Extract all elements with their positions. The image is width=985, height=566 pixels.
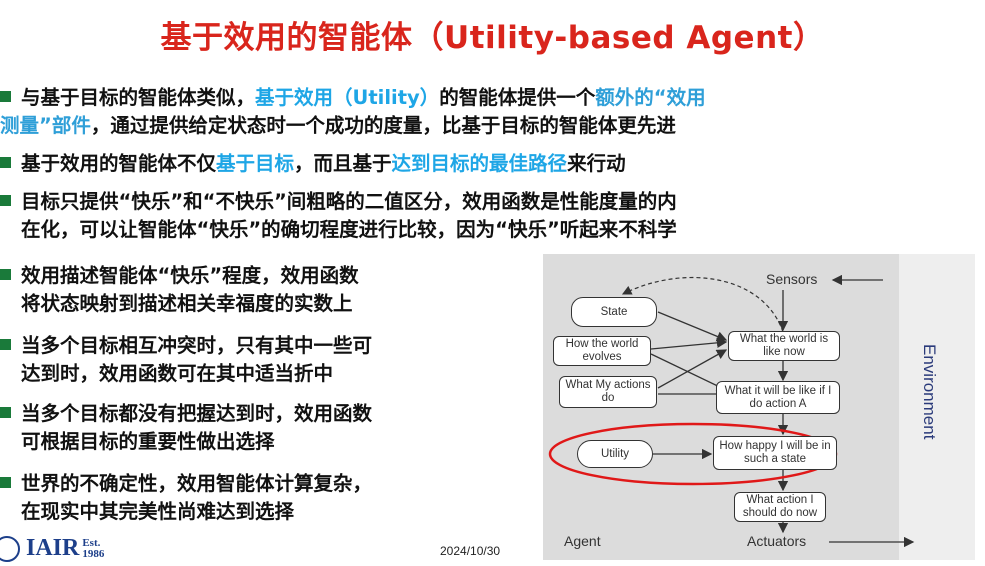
world-now-box: What the world is like now [728, 331, 840, 361]
bullet-utility-intro: 与基于目标的智能体类似，基于效用（Utility）的智能体提供一个额外的“效用 … [0, 84, 706, 140]
diagram-arrows [548, 274, 915, 548]
bullet-highlight: 基于目标 [216, 152, 295, 175]
bullet-text: 的智能体提供一个 [439, 86, 596, 109]
bullet-highlight: 测量”部件 [0, 114, 91, 137]
bullet-uncertainty: 世界的不确定性，效用智能体计算复杂， 在现实中其完美性尚难达到选择 [0, 470, 372, 526]
bullet-highlight: 额外的“效用 [595, 86, 706, 109]
agent-diagram: Sensors State How the world evolves What… [543, 254, 975, 560]
bullet-text: 在现实中其完美性尚难达到选择 [21, 500, 295, 523]
evolves-arrow-2 [650, 353, 728, 391]
iair-logo: IAIR Est. 1986 [0, 535, 104, 562]
bullet-text: ，而且基于 [294, 152, 392, 175]
bullet-text: 与基于目标的智能体类似， [21, 86, 256, 109]
bullet-text: 可根据目标的重要性做出选择 [21, 430, 275, 453]
environment-panel [899, 254, 975, 560]
actions-do-box: What My actions do [559, 376, 657, 408]
how-happy-box: How happy I will be in such a state [713, 436, 837, 470]
bullet-text: 效用描述智能体“快乐”程度，效用函数 [21, 264, 359, 287]
bullet-text: 将状态映射到描述相关幸福度的实数上 [21, 292, 353, 315]
bullet-happiness: 目标只提供“快乐”和“不快乐”间粗略的二值区分，效用函数是性能度量的内 在化，可… [0, 188, 677, 244]
bullet-highlight: 基于效用（Utility） [255, 86, 440, 109]
bullet-text: ，通过提供给定状态时一个成功的度量，比基于目标的智能体更先进 [90, 114, 676, 137]
bullet-square-icon [0, 91, 11, 102]
world-evolves-box: How the world evolves [553, 336, 651, 366]
logo-est: Est. 1986 [82, 536, 105, 560]
bullet-square-icon [0, 477, 11, 488]
bullet-text: 当多个目标相互冲突时，只有其中一些可 [21, 334, 373, 357]
seal-icon [0, 535, 20, 562]
bullet-goal-path: 基于效用的智能体不仅基于目标，而且基于达到目标的最佳路径来行动 [0, 150, 626, 178]
bullet-text: 在化，可以让智能体“快乐”的确切程度进行比较，因为“快乐”听起来不科学 [21, 218, 677, 241]
bullet-square-icon [0, 269, 11, 280]
actuators-label: Actuators [747, 533, 807, 549]
actions-arrow-1 [657, 349, 728, 389]
bullet-text: 当多个目标都没有把握达到时，效用函数 [21, 402, 373, 425]
slide-title: 基于效用的智能体（Utility-based Agent） [160, 20, 825, 56]
bullet-text: 基于效用的智能体不仅 [21, 152, 217, 175]
bullet-square-icon [0, 339, 11, 350]
agent-label: Agent [564, 533, 601, 549]
bullet-text: 来行动 [567, 152, 626, 175]
logo-est-year: 1986 [82, 547, 105, 560]
world-if-box: What it will be like if I do action A [716, 381, 840, 414]
slide-date: 2024/10/30 [440, 544, 501, 558]
evolves-arrow-1 [650, 337, 728, 350]
bullet-text: 世界的不确定性，效用智能体计算复杂， [21, 472, 373, 495]
logo-name: IAIR [26, 535, 80, 561]
state-box: State [571, 297, 657, 327]
bullet-conflict: 当多个目标相互冲突时，只有其中一些可 达到时，效用函数可在其中适当折中 [0, 332, 372, 388]
bullet-square-icon [0, 157, 11, 168]
sensors-label: Sensors [766, 271, 818, 287]
state-arrow [657, 311, 728, 342]
action-now-box: What action I should do now [734, 492, 826, 522]
bullet-text: 目标只提供“快乐”和“不快乐”间粗略的二值区分，效用函数是性能度量的内 [21, 190, 677, 213]
bullet-uncertain-goals: 当多个目标都没有把握达到时，效用函数 可根据目标的重要性做出选择 [0, 400, 372, 456]
bullet-highlight: 达到目标的最佳路径 [391, 152, 568, 175]
state-loop-arrow [621, 277, 784, 333]
logo-est-label: Est. [82, 536, 101, 549]
bullet-utility-describes: 效用描述智能体“快乐”程度，效用函数 将状态映射到描述相关幸福度的实数上 [0, 262, 359, 318]
bullet-text: 达到时，效用函数可在其中适当折中 [21, 362, 334, 385]
bullet-square-icon [0, 407, 11, 418]
bullet-square-icon [0, 195, 11, 206]
utility-box: Utility [577, 440, 653, 468]
environment-label: Environment [920, 344, 939, 440]
